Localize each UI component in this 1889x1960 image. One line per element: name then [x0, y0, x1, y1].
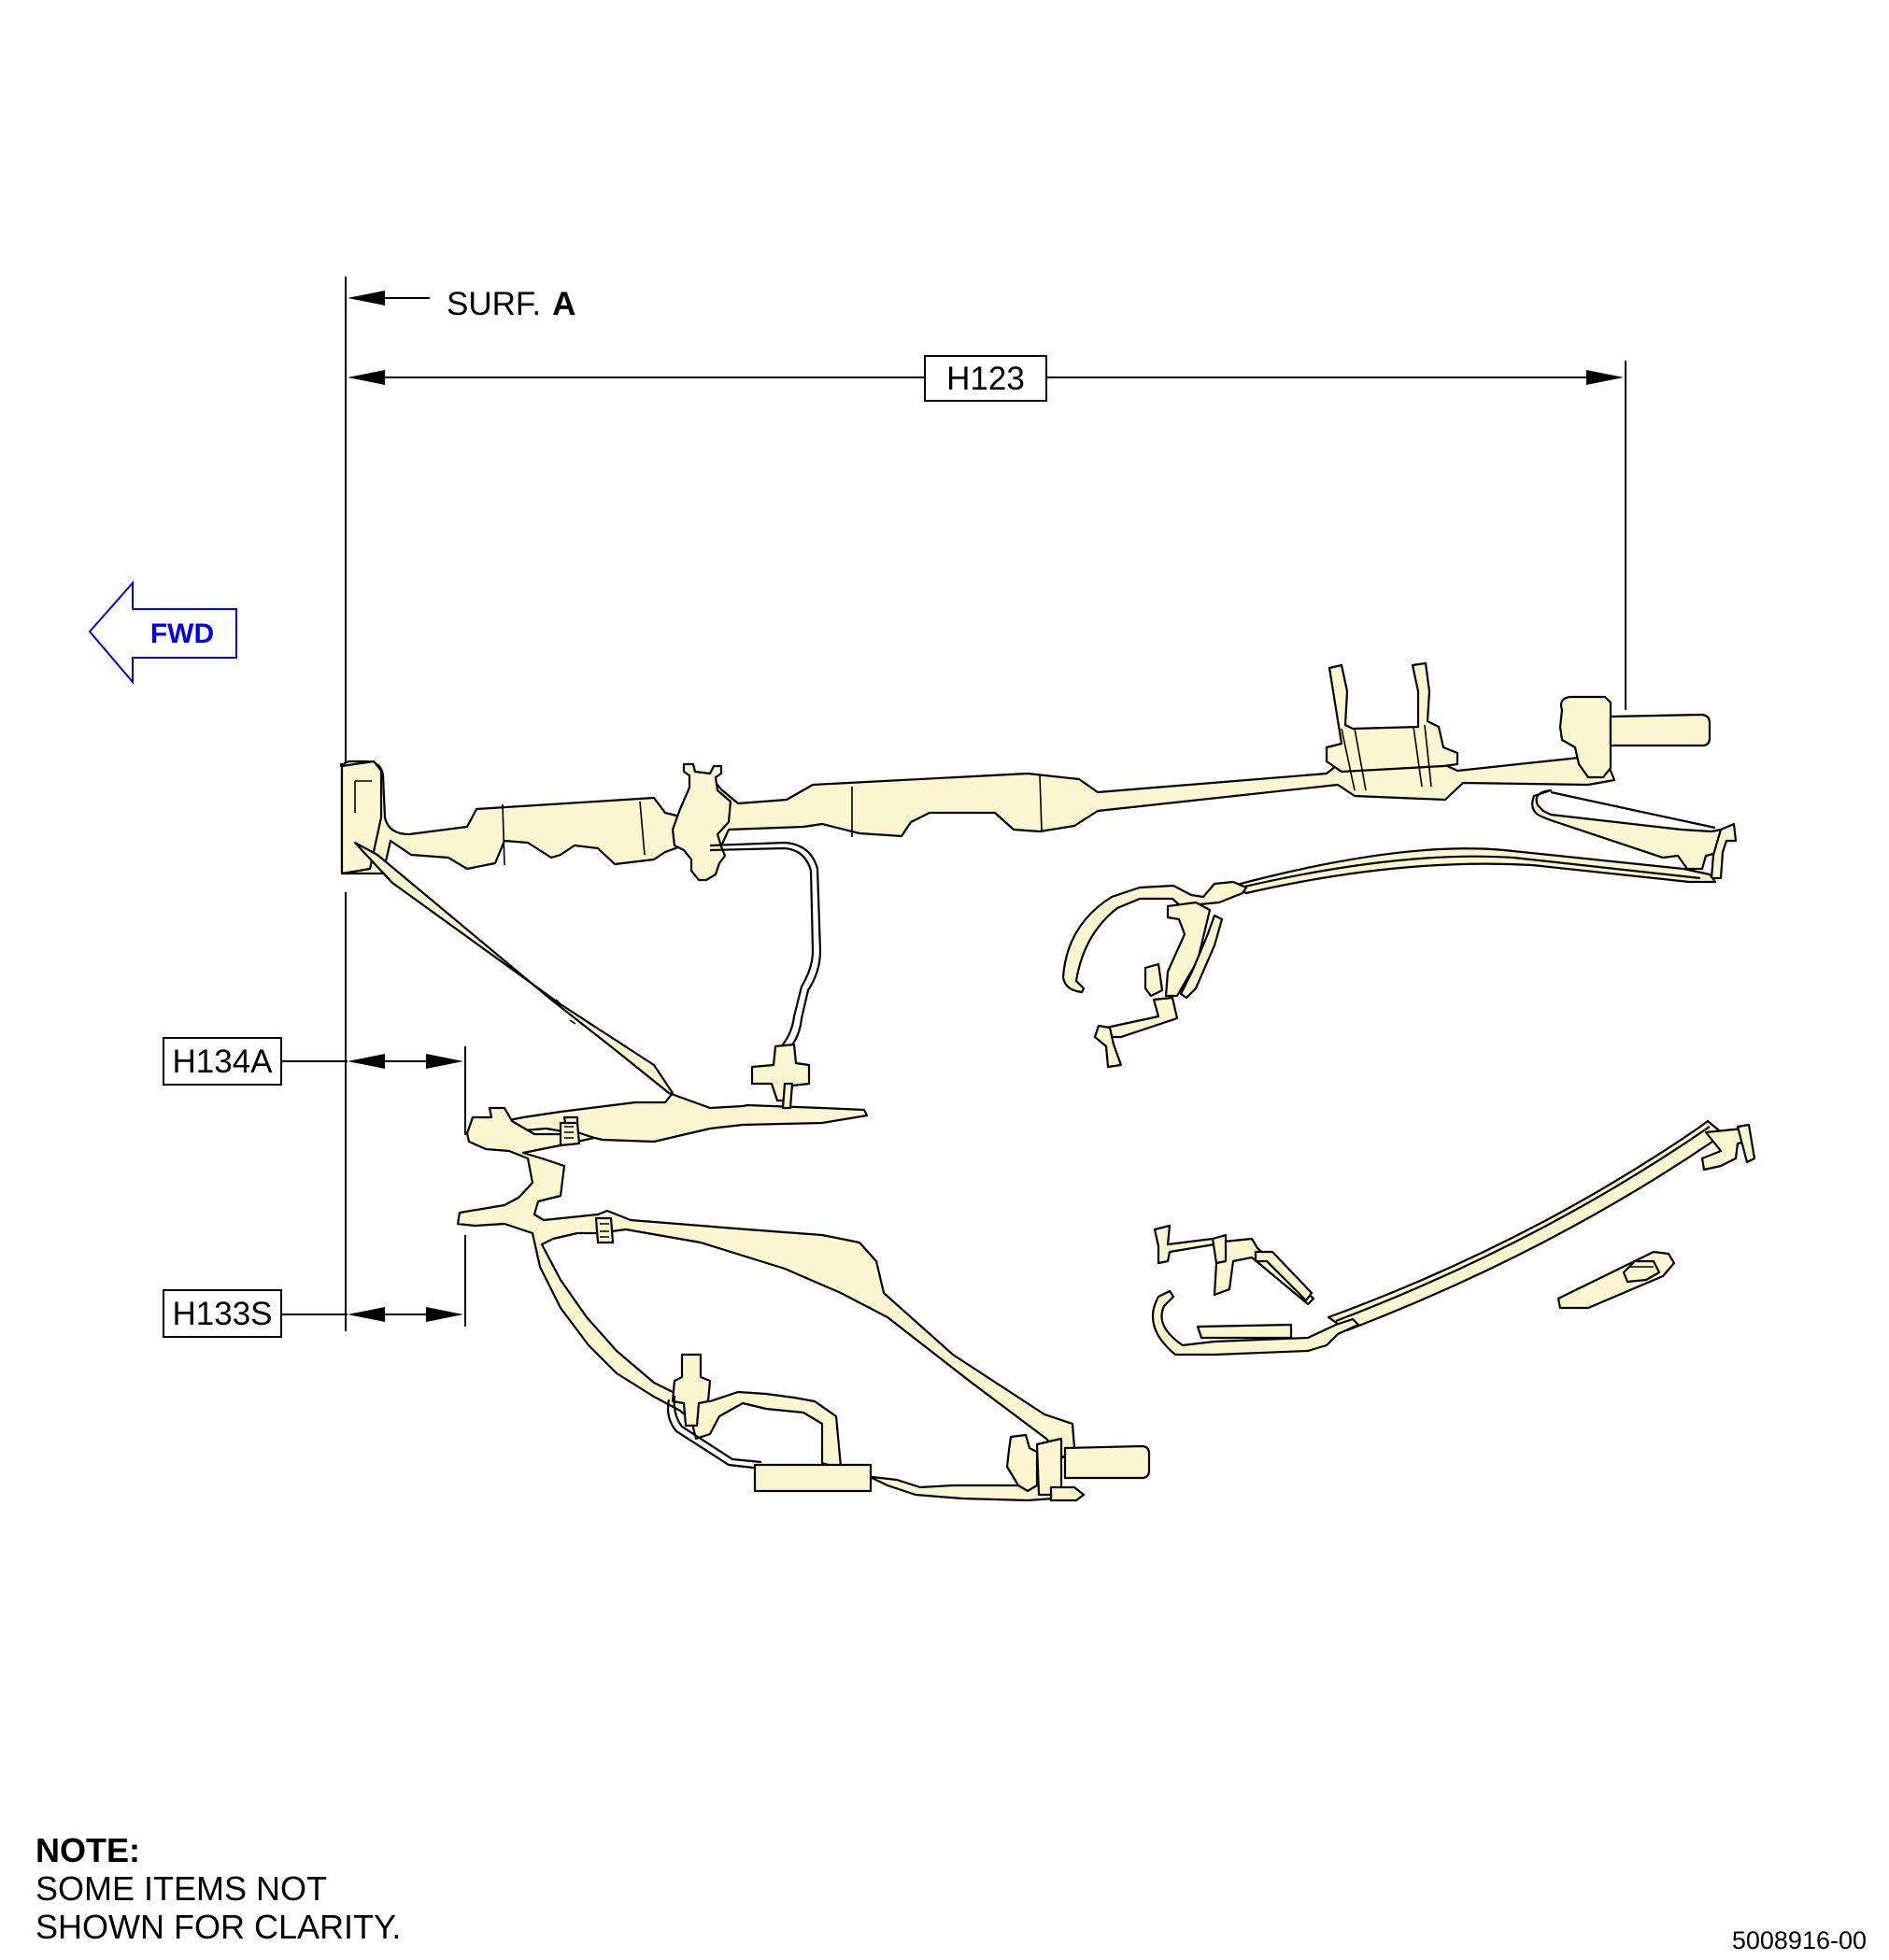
note-line-1: SOME ITEMS NOT — [36, 1869, 328, 1908]
note-heading: NOTE: — [36, 1831, 140, 1869]
note-block: NOTE: SOME ITEMS NOT SHOWN FOR CLARITY. — [36, 1831, 401, 1946]
forward-arrow-icon: FWD — [88, 580, 237, 685]
h133s-label-box: H133S — [163, 1289, 282, 1338]
forward-strut — [353, 841, 869, 1143]
figure-id: 5008916-00 — [1731, 1926, 1867, 1954]
sensor-wire-upper — [709, 841, 822, 1110]
sensor-wire-lower — [666, 1353, 873, 1493]
h123-label: H123 — [946, 361, 1025, 397]
dimension-lines — [280, 277, 1626, 1331]
combustor-outer-liner — [1061, 788, 1738, 1069]
forward-label: FWD — [150, 618, 214, 649]
h133s-label: H133S — [172, 1296, 272, 1332]
inner-frame — [456, 1106, 1076, 1502]
note-line-2: SHOWN FOR CLARITY. — [36, 1908, 402, 1946]
h123-label-box: H123 — [924, 355, 1047, 402]
h134a-label: H134A — [172, 1044, 273, 1080]
h134a-label-box: H134A — [163, 1037, 282, 1086]
combustor-inner-liner — [1151, 1119, 1756, 1356]
outer-casing — [339, 661, 1711, 882]
aft-lower-mount — [1005, 1433, 1151, 1502]
surface-a-label: SURF.A — [447, 286, 575, 322]
